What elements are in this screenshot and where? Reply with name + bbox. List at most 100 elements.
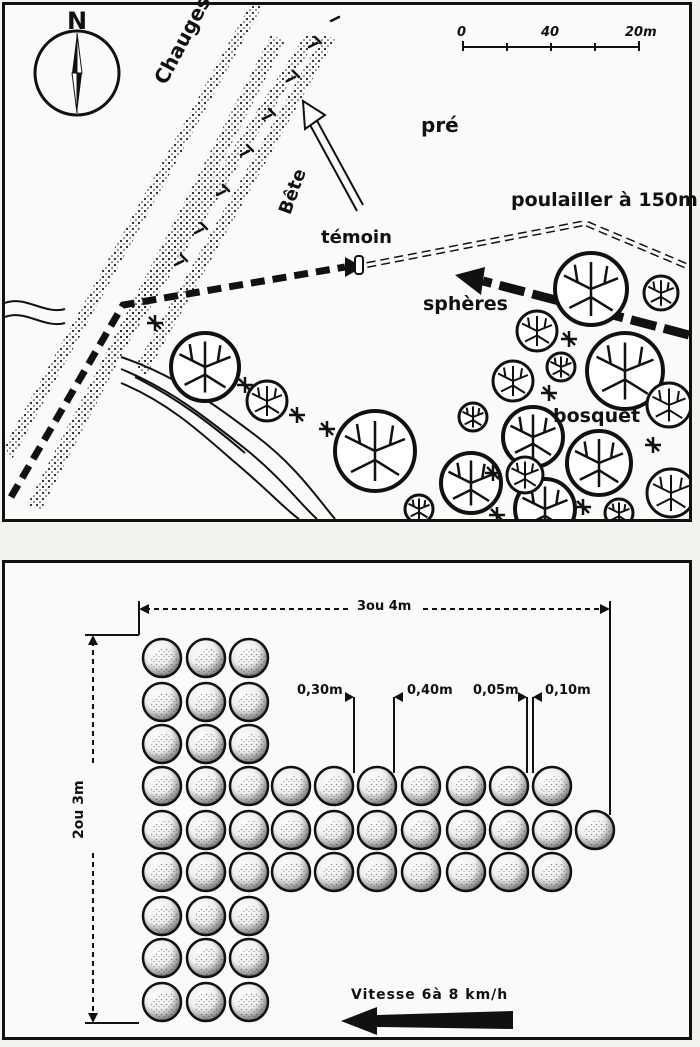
sphere [141,681,183,723]
sphere [313,765,355,807]
trees [147,251,689,519]
scale-bar [462,41,640,51]
tree-icon [491,359,535,403]
tree-icon [585,331,665,411]
sphere [445,809,487,851]
sphere [141,937,183,979]
tree-icon [553,251,629,327]
sphere [185,937,227,979]
sphere [356,851,398,893]
sphere [185,681,227,723]
sphere [228,637,270,679]
spacing-label-3: 0,05m [473,683,519,698]
tree-icon [439,451,503,515]
shrub-icon [645,437,661,453]
grove-label: bosquet [553,405,641,427]
sphere [270,809,312,851]
sphere [185,981,227,1023]
witness-marker [354,255,364,275]
shrub-icon [575,499,591,515]
tree-icon [457,401,489,433]
width-label: 3ou 4m [357,599,412,614]
sphere [313,851,355,893]
tree-icon [505,455,545,495]
tree-icon [245,379,289,423]
scale-label-0: 0 [457,25,467,40]
tree-icon [545,351,577,383]
sphere [400,765,442,807]
width-dimension [138,601,611,815]
meadow-label: pré [421,113,459,137]
sighting-map: N 0 40 20m Chauges 2km Bête pré témoin p… [2,0,698,522]
tree-icon [645,381,689,429]
sphere [270,765,312,807]
tree-icon [515,309,559,353]
sphere [141,723,183,765]
shrub-icon [319,421,335,437]
spacing-label-4: 0,10m [545,683,591,698]
tree-icon [645,467,689,519]
shrub-icon [541,385,557,401]
sphere [228,809,270,851]
sphere [141,765,183,807]
spheres [141,637,616,1023]
sphere [228,851,270,893]
river [5,300,336,519]
tree-icon [565,429,633,497]
sphere [141,895,183,937]
tree-icon [333,409,417,493]
sphere [185,765,227,807]
sphere [488,851,530,893]
scale-label-20m: 20m [625,25,657,40]
sphere [141,851,183,893]
shrub-icon [289,407,305,423]
hedge [173,15,341,267]
sphere [228,723,270,765]
sphere [313,809,355,851]
sphere [228,937,270,979]
formation-drawing [85,601,616,1035]
tree-icon [169,331,241,403]
sphere [531,809,573,851]
sphere [228,981,270,1023]
sphere [488,765,530,807]
sphere [574,809,616,851]
sphere [488,809,530,851]
henhouse-label: poulailler à 150m [511,189,698,211]
scale-label-40: 40 [541,25,560,40]
tree-icon [403,493,435,519]
sphere [445,851,487,893]
spacing-label-1: 0,30m [297,683,343,698]
road [5,5,335,510]
sphere [270,851,312,893]
witness-label: témoin [321,227,392,248]
sphere [400,851,442,893]
shrub-icon [489,507,505,519]
sphere [141,637,183,679]
spacing-markers [345,692,542,773]
tree-icon [642,274,680,312]
sphere [185,851,227,893]
tree-icon [603,497,635,519]
sphere [185,895,227,937]
sphere [228,681,270,723]
sphere [185,723,227,765]
sphere [141,981,183,1023]
sphere [531,765,573,807]
spacing-label-2: 0,40m [407,683,453,698]
sphere [185,809,227,851]
compass-letter: N [67,7,88,35]
sphere [531,851,573,893]
animal-arrow [301,99,364,212]
map-drawing [5,5,689,519]
spheres-label: sphères [423,293,508,315]
compass-icon [33,29,121,117]
sphere [356,765,398,807]
sphere [228,895,270,937]
shrub-icon [485,465,501,481]
sphere [141,809,183,851]
speed-arrow [341,1007,513,1035]
sphere [445,765,487,807]
height-label: 2ou 3m [71,780,87,839]
shrub-icon [561,331,577,347]
